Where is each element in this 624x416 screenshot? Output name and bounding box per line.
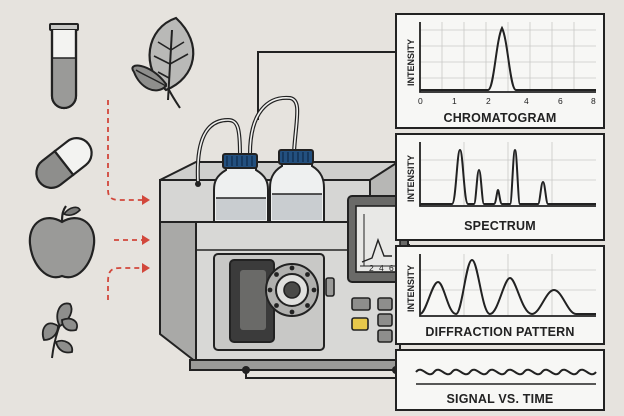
x-tick-label: 8	[591, 96, 596, 106]
chromatogram-panel: INTENSITY 0 1 2 4 6 8 CHROMATOGRAM	[395, 13, 605, 129]
capsule-icon	[35, 137, 93, 189]
spectrum-panel: INTENSITY SPECTRUM	[395, 133, 605, 241]
spectrum-trace	[420, 148, 596, 205]
flow-arrow	[107, 100, 142, 201]
diffraction-trace	[419, 258, 596, 316]
herb-sprig-icon	[41, 302, 78, 359]
solvent-bottle-icon	[269, 149, 325, 223]
leaf-icon	[131, 16, 195, 109]
control-button[interactable]	[351, 297, 371, 311]
control-button[interactable]	[377, 313, 393, 327]
test-tube-icon	[49, 23, 79, 110]
panel-title: DIFFRACTION PATTERN	[425, 325, 574, 339]
x-tick-label: 4	[524, 96, 529, 106]
apple-icon	[28, 205, 96, 279]
analytical-instrument: 2 4 6	[159, 95, 409, 374]
arrowhead-icon	[142, 263, 150, 273]
panel-title: SPECTRUM	[464, 219, 536, 233]
signal-trace	[415, 368, 597, 376]
chromatogram-peak	[420, 25, 596, 91]
y-axis-label: INTENSITY	[406, 155, 416, 202]
diffraction-panel: INTENSITY DIFFRACTION PATTERN	[395, 245, 605, 345]
control-button[interactable]	[377, 329, 393, 343]
sample-flow-arrows	[107, 100, 142, 300]
screen-tick-label: 4	[379, 263, 384, 273]
signal-panel: SIGNAL VS. TIME	[395, 349, 605, 411]
foot-icon	[242, 366, 250, 374]
x-tick-label: 2	[486, 96, 491, 106]
detector-flange-icon	[265, 263, 319, 317]
panel-title: SIGNAL VS. TIME	[447, 392, 554, 406]
flow-arrow	[107, 267, 142, 300]
x-tick-label: 1	[452, 96, 457, 106]
panel-title: CHROMATOGRAM	[443, 111, 556, 125]
y-axis-label: INTENSITY	[406, 265, 416, 312]
y-axis-label: INTENSITY	[406, 39, 416, 86]
arrowhead-icon	[142, 195, 150, 205]
x-tick-label: 0	[418, 96, 423, 106]
x-tick-label: 6	[558, 96, 563, 106]
door-latch	[325, 277, 335, 297]
screen-tick-label: 6	[389, 263, 394, 273]
screen-tick-label: 2	[369, 263, 374, 273]
indicator-light[interactable]	[351, 317, 369, 331]
control-button[interactable]	[377, 297, 393, 311]
arrowhead-icon	[142, 235, 150, 245]
solvent-bottle-icon	[213, 153, 269, 223]
